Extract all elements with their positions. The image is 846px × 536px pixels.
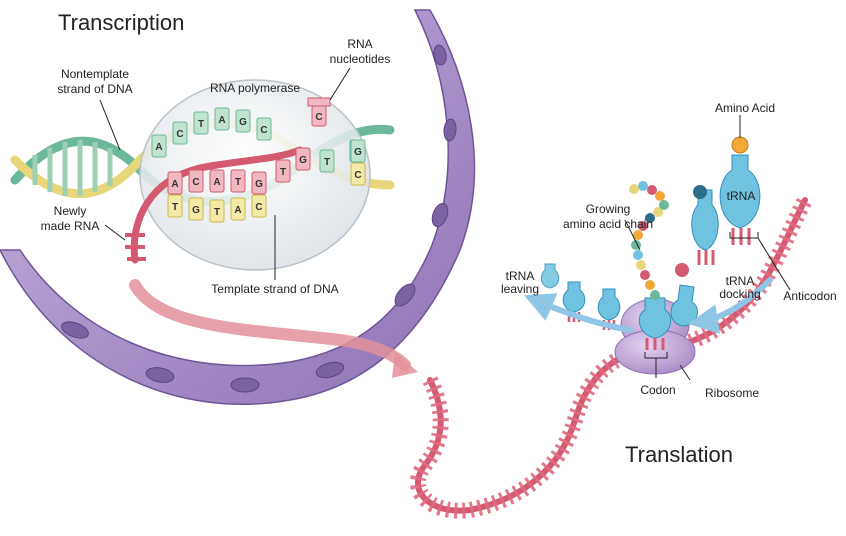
label-newly-made-line2: made RNA bbox=[41, 219, 100, 233]
amino-acid-ball bbox=[731, 136, 749, 154]
base-letter: A bbox=[234, 205, 241, 216]
base-letter: C bbox=[176, 129, 183, 140]
base-letter: C bbox=[260, 125, 267, 136]
label-growing-line1: Growing bbox=[586, 202, 631, 216]
label-ribosome: Ribosome bbox=[705, 386, 759, 400]
trna-molecules bbox=[540, 136, 761, 350]
nuclear-pores bbox=[61, 44, 457, 393]
base-letter: G bbox=[192, 205, 200, 216]
label-trna: tRNA bbox=[727, 189, 756, 203]
label-trna-leaving-line1: tRNA bbox=[506, 269, 535, 283]
codon-bracket bbox=[644, 352, 668, 378]
base-letter: G bbox=[239, 117, 247, 128]
nuclear-pore bbox=[230, 377, 260, 393]
base-letter: C bbox=[315, 112, 322, 123]
base-letter: C bbox=[192, 177, 199, 188]
translation-title: Translation bbox=[625, 442, 733, 467]
label-trna-docking-line1: tRNA bbox=[726, 274, 755, 288]
base-letter: T bbox=[235, 177, 241, 188]
transcription-title: Transcription bbox=[58, 10, 184, 35]
label-trna-leaving-line2: leaving bbox=[501, 282, 539, 296]
nuclear-pore bbox=[394, 283, 416, 307]
base-letter: T bbox=[198, 119, 204, 130]
base-letter: T bbox=[172, 202, 178, 213]
label-codon: Codon bbox=[640, 383, 675, 397]
base-letter: A bbox=[213, 177, 220, 188]
base-letter: A bbox=[171, 179, 178, 190]
amino-acid bbox=[675, 263, 689, 277]
nontemplate-bases: A C T A G C T G bbox=[151, 107, 365, 173]
nuclear-membrane bbox=[0, 9, 476, 406]
label-rna-nucleotides-line2: nucleotides bbox=[330, 52, 391, 66]
trna-docking-arrow bbox=[688, 277, 773, 334]
trna-in-ribosome bbox=[638, 297, 672, 350]
base-letter: A bbox=[155, 142, 162, 153]
base-letter: T bbox=[324, 157, 330, 168]
right-end-bases: G C bbox=[350, 139, 366, 186]
label-nontemplate-line2: strand of DNA bbox=[57, 82, 132, 96]
base-letter: C bbox=[354, 170, 361, 181]
base-letter: G bbox=[299, 155, 307, 166]
nuclear-pore bbox=[145, 367, 175, 383]
label-growing-line2: amino acid chain bbox=[563, 217, 653, 231]
base-letter: G bbox=[255, 179, 263, 190]
label-amino-acid: Amino Acid bbox=[715, 101, 775, 115]
base-letter: T bbox=[214, 207, 220, 218]
nuclear-pore bbox=[431, 202, 449, 228]
nuclear-pore bbox=[315, 361, 345, 379]
label-anticodon: Anticodon bbox=[783, 289, 836, 303]
base-letter: A bbox=[218, 115, 225, 126]
free-rna-nucleotide: C bbox=[307, 97, 331, 127]
trna-leaving-3 bbox=[540, 263, 560, 289]
label-template-strand: Template strand of DNA bbox=[211, 282, 338, 296]
label-nontemplate-line1: Nontemplate bbox=[61, 67, 129, 81]
amino-acid-chain bbox=[629, 181, 669, 300]
trna-second bbox=[670, 263, 698, 327]
dna-base-pairs bbox=[32, 140, 113, 196]
anticodon-bracket bbox=[729, 232, 791, 291]
label-newly-made-line1: Newly bbox=[54, 204, 87, 218]
label-rna-polymerase: RNA polymerase bbox=[210, 81, 300, 95]
mrna-exit-arrow bbox=[129, 279, 418, 378]
new-rna-strand: A C A T G T G bbox=[125, 146, 311, 264]
nuclear-pore bbox=[61, 321, 89, 339]
mrna-strand bbox=[410, 196, 813, 519]
trna-docking bbox=[691, 185, 719, 265]
base-letter: T bbox=[280, 167, 286, 178]
trna-leaving-arrow bbox=[523, 293, 633, 333]
amino-acid bbox=[693, 185, 707, 199]
base-letter: G bbox=[354, 147, 362, 158]
template-bases: T G T A C bbox=[167, 194, 267, 223]
nuclear-pore bbox=[433, 44, 447, 66]
label-trna-docking-line2: docking bbox=[719, 287, 760, 301]
trna-with-amino-acid bbox=[719, 136, 761, 245]
base-letter: C bbox=[255, 202, 262, 213]
label-rna-nucleotides-line1: RNA bbox=[347, 37, 372, 51]
nuclear-pore bbox=[443, 118, 457, 142]
leader-lines bbox=[99, 67, 741, 381]
